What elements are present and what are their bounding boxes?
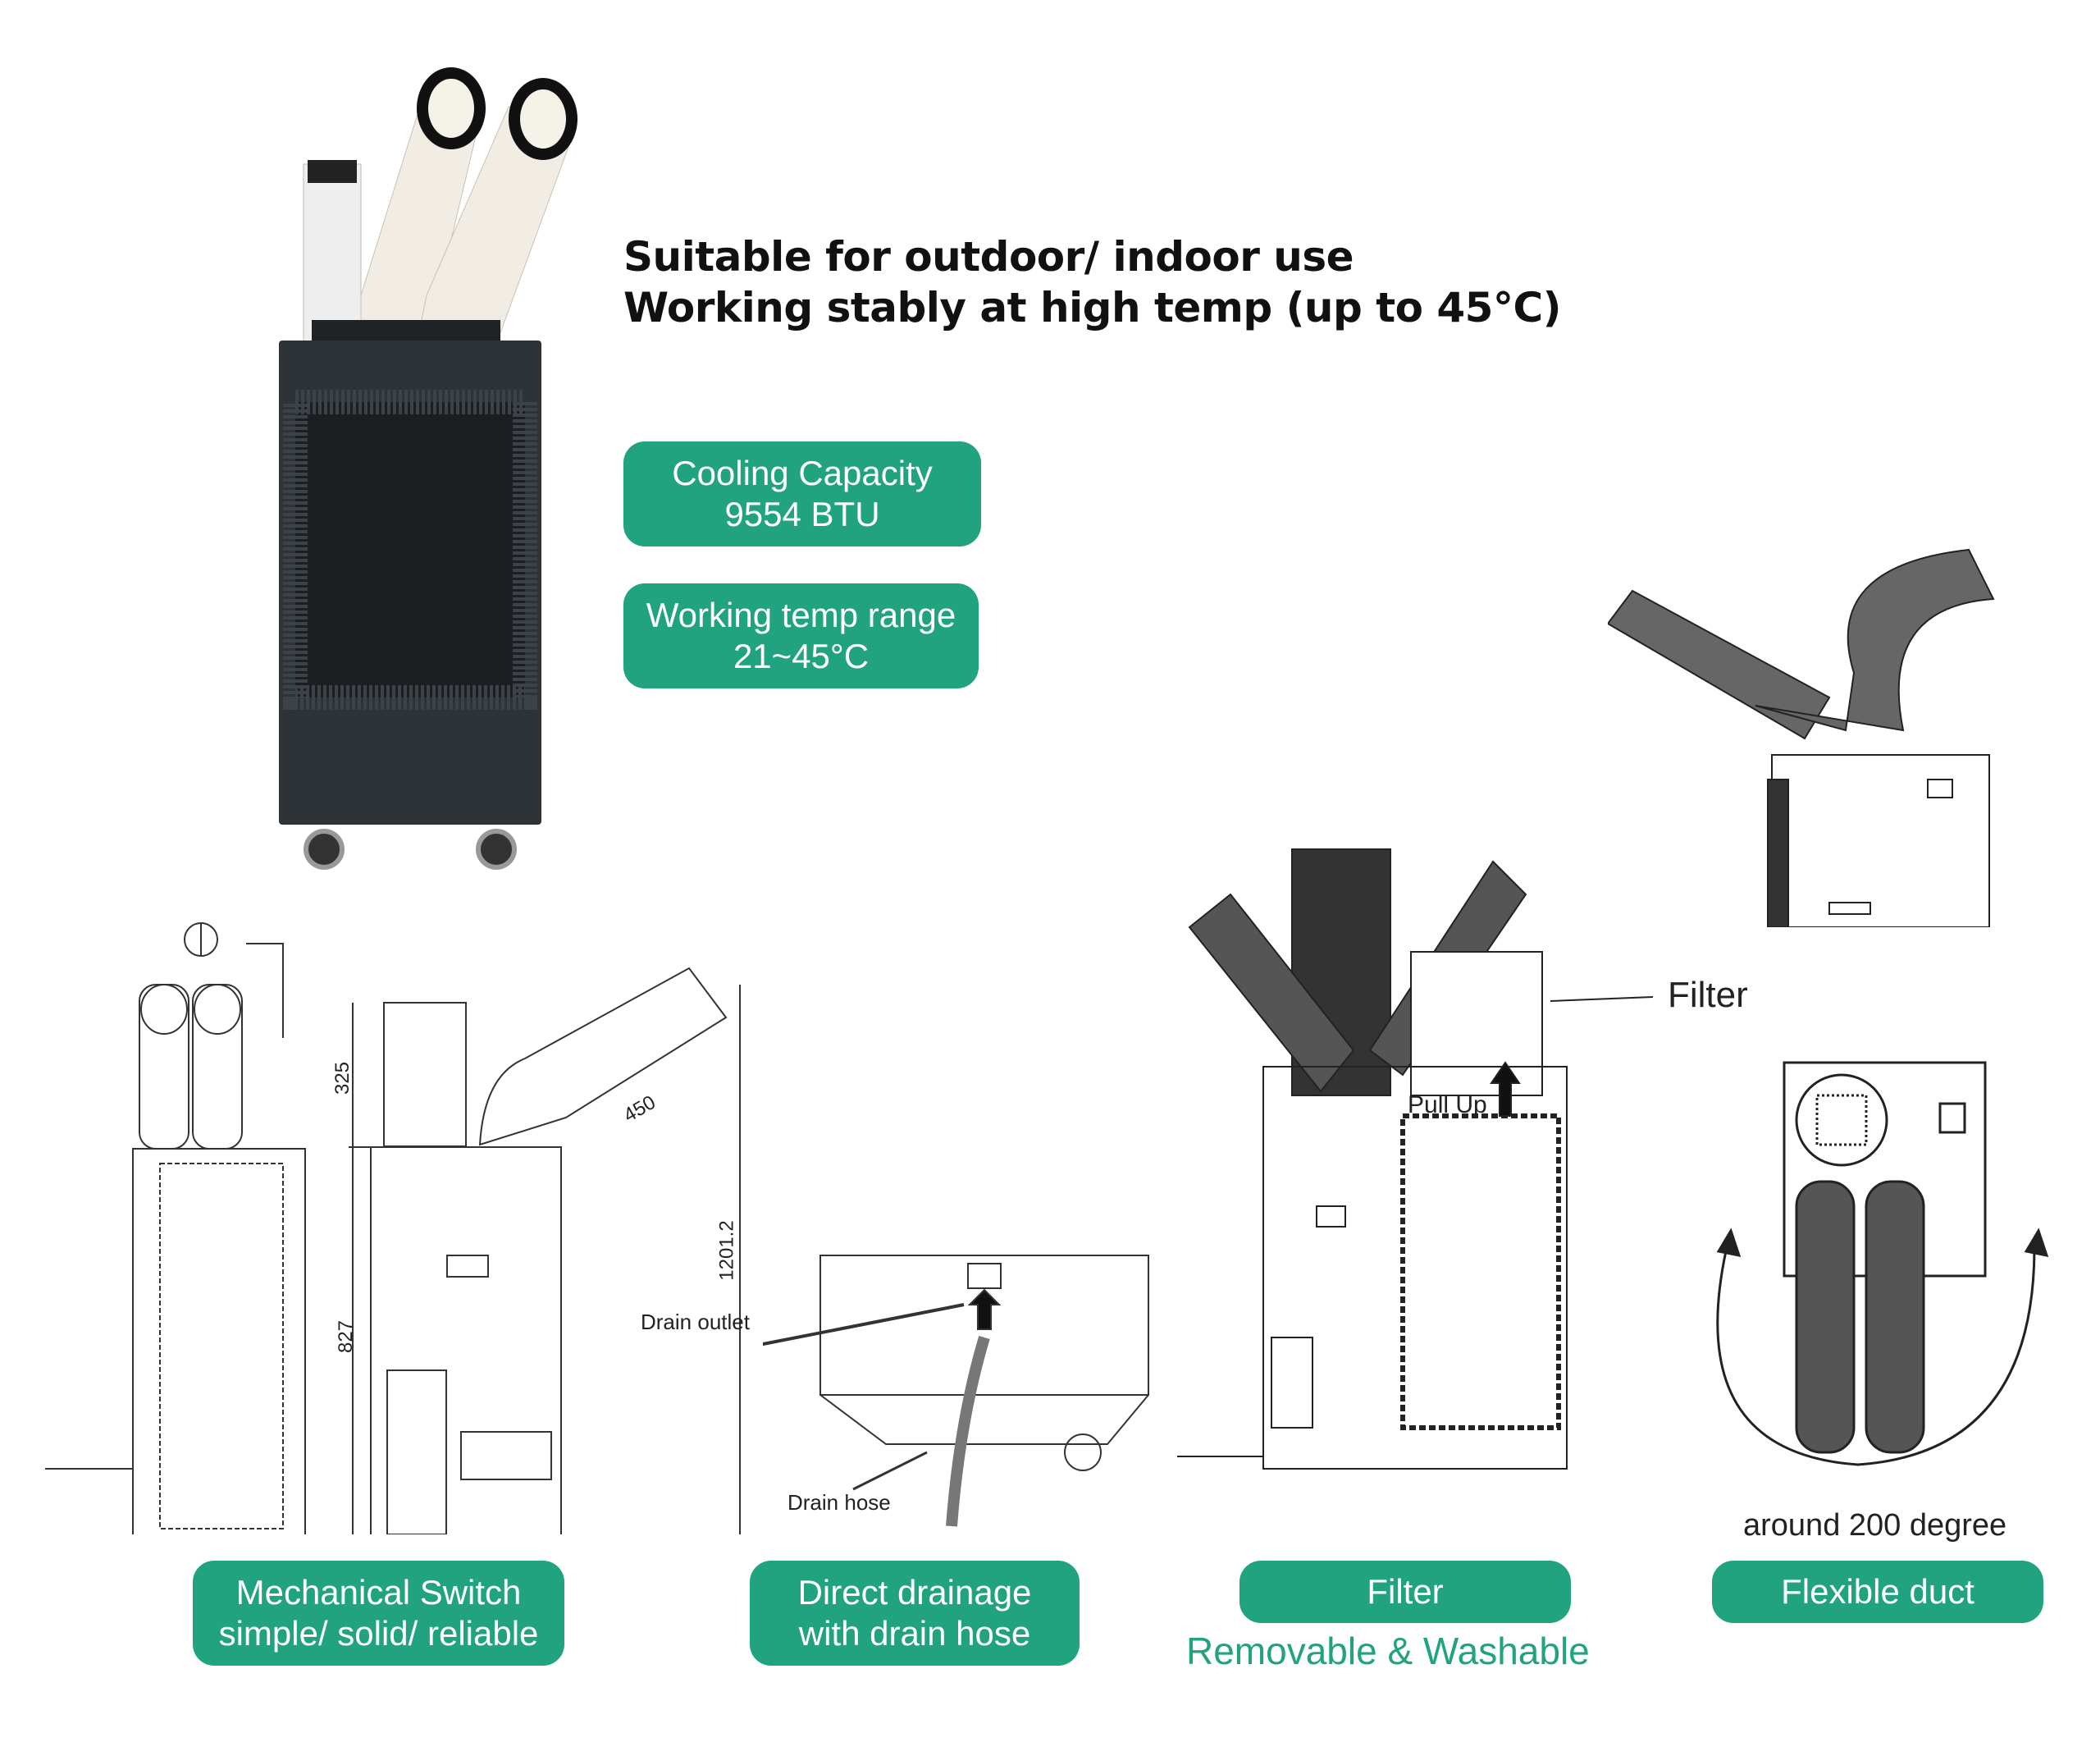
wheel [304, 829, 345, 870]
filter-label: Filter [1668, 975, 1748, 1015]
duct-hoses [303, 67, 578, 386]
drainage-drawing [763, 1255, 1149, 1527]
badge-title: Direct drainage [797, 1573, 1032, 1612]
temp-range-badge: Working temp range 21~45°C [623, 583, 979, 688]
flexible-duct-badge: Flexible duct [1712, 1561, 2043, 1623]
cooling-capacity-badge: Cooling Capacity 9554 BTU [623, 441, 981, 546]
badge-title: Mechanical Switch [235, 1573, 522, 1612]
drain-hose-label: Drain hose [788, 1490, 891, 1515]
wheel [476, 829, 517, 870]
dim-total-height: 1201.2 [715, 1220, 738, 1281]
dim-duct-height: 325 [331, 1061, 354, 1095]
drain-outlet-label: Drain outlet [641, 1310, 750, 1334]
headline-line1: Suitable for outdoor/ indoor use [623, 233, 1354, 281]
filter-badge: Filter [1239, 1561, 1571, 1623]
direct-drainage-badge: Direct drainage with drain hose [750, 1561, 1080, 1666]
rotation-arrow-icon [1716, 1246, 2036, 1466]
flexible-duct-drawing-top [1608, 548, 1995, 927]
rotation-label: around 200 degree [1743, 1508, 2007, 1543]
pull-up-arrow-icon [1490, 1061, 1521, 1117]
pull-up-label: Pull Up [1408, 1091, 1487, 1118]
badge-title: Filter [1367, 1572, 1444, 1611]
badge-subtitle: simple/ solid/ reliable [218, 1614, 539, 1653]
up-arrow-icon [967, 1288, 1002, 1330]
drain-hose [946, 1335, 990, 1527]
badge-value: 21~45°C [733, 637, 870, 675]
dimension-drawing [45, 922, 741, 1534]
filter-drawing [1177, 848, 1654, 1470]
mechanical-switch-badge: Mechanical Switch simple/ solid/ reliabl… [193, 1561, 564, 1666]
headline: Suitable for outdoor/ indoor use Working… [623, 231, 1562, 333]
filter-subtitle: Removable & Washable [1186, 1630, 1590, 1672]
badge-title: Cooling Capacity [672, 454, 933, 492]
air-grille [283, 390, 537, 710]
product-photo [279, 67, 578, 870]
headline-line2: Working stably at high temp (up to 45°C) [623, 284, 1562, 331]
flexible-duct-drawing-rotation [1716, 1061, 2049, 1466]
badge-title: Flexible duct [1781, 1572, 1974, 1611]
dim-body-height: 827 [335, 1319, 358, 1354]
badge-subtitle: with drain hose [798, 1614, 1031, 1653]
badge-value: 9554 BTU [724, 495, 880, 533]
badge-title: Working temp range [646, 596, 956, 634]
